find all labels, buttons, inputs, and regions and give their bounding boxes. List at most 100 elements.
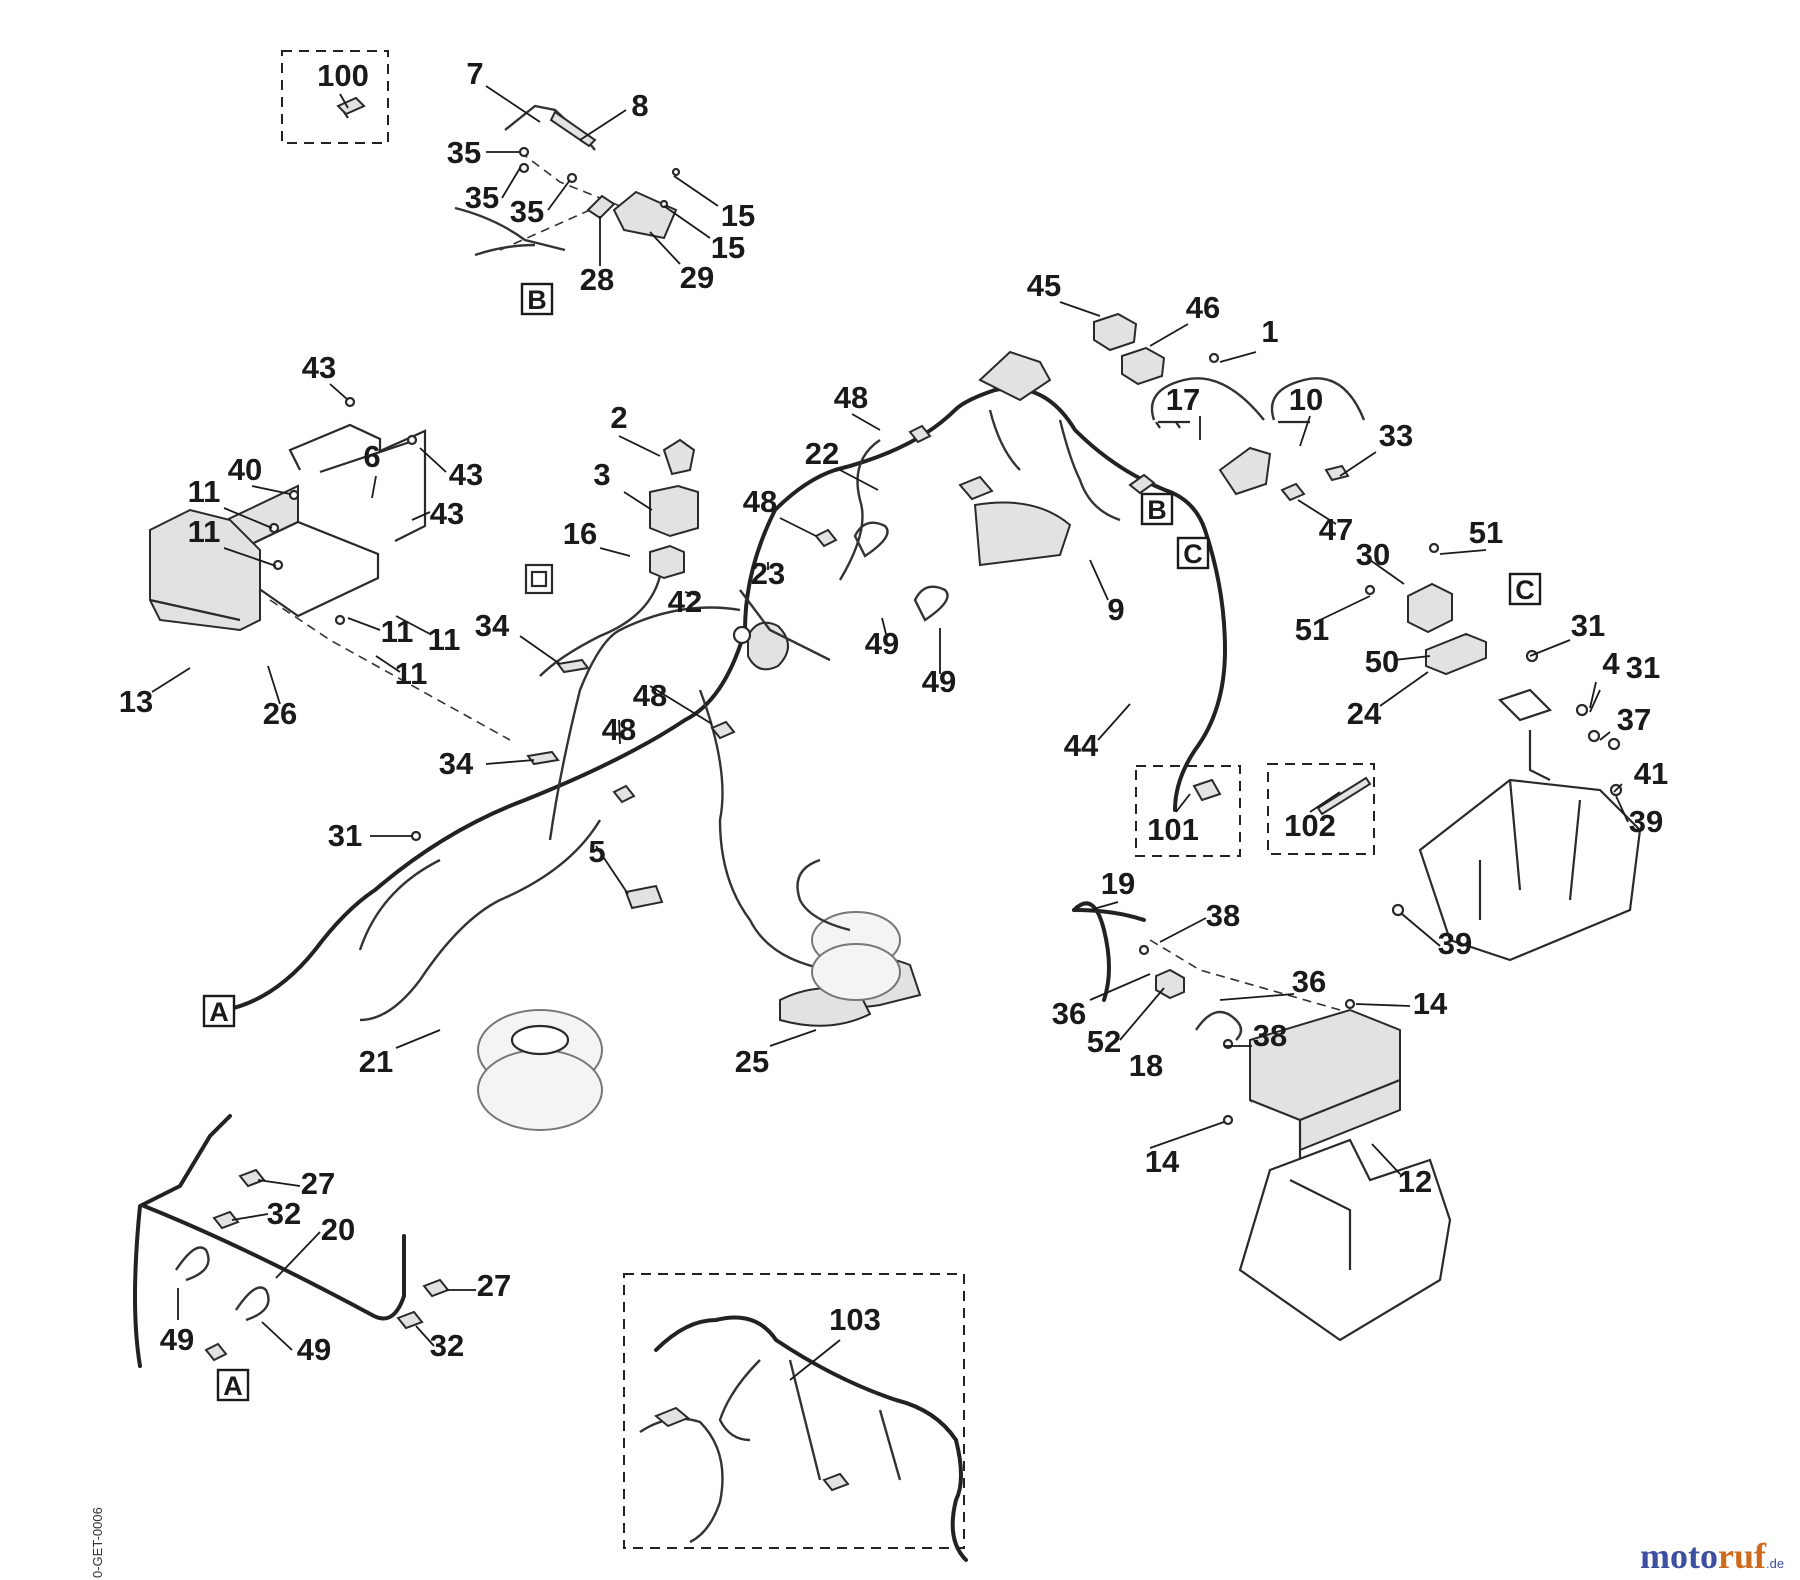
leader-line	[485, 85, 541, 123]
leader-line	[1615, 795, 1629, 823]
part-label: 42	[668, 584, 702, 619]
part-label: 11	[188, 474, 221, 509]
part-label: 18	[1129, 1048, 1163, 1083]
part-label: 30	[1356, 537, 1390, 572]
part-label: 26	[263, 696, 297, 731]
part-label: 43	[430, 496, 464, 531]
right-switches	[1093, 312, 1366, 502]
leader-line	[1219, 351, 1257, 363]
leader-line	[501, 167, 521, 199]
leader-line	[371, 475, 377, 499]
main-harness	[223, 350, 1272, 1012]
part-label: 102	[1284, 808, 1336, 843]
leader-line	[1589, 681, 1597, 709]
leader-line	[1159, 917, 1207, 943]
part-label: 3	[593, 457, 610, 492]
leader-line	[1149, 1121, 1225, 1149]
leader-line	[1393, 655, 1431, 661]
svg-text:motoruf.de: motoruf.de	[1640, 1536, 1784, 1576]
battery-assembly	[1072, 901, 1452, 1342]
part-label: 1	[1261, 314, 1278, 349]
part-label: 16	[563, 516, 597, 551]
part-label: 46	[1186, 290, 1220, 325]
part-label: 7	[466, 56, 483, 91]
leader-line	[623, 491, 653, 511]
leader-line	[618, 719, 621, 745]
part-label: 43	[449, 457, 483, 492]
leader-line	[1379, 671, 1429, 707]
leader-line	[223, 547, 277, 567]
group-101	[1135, 765, 1241, 857]
leader-line	[684, 591, 701, 597]
part-label: 38	[1206, 898, 1240, 933]
part-label: 33	[1379, 418, 1413, 453]
leader-line	[1589, 689, 1601, 713]
leader-line	[395, 615, 431, 635]
ref-letter-c-right: C	[1508, 572, 1542, 606]
ref-letter-a-left: A	[202, 994, 236, 1028]
part-label: 32	[267, 1196, 301, 1231]
leader-line	[1613, 783, 1623, 793]
part-label: 48	[834, 380, 868, 415]
part-label: 41	[1634, 756, 1668, 791]
part-label: 27	[477, 1268, 511, 1303]
leader-line	[1219, 993, 1295, 1001]
part-label: 29	[680, 260, 714, 295]
part-label: 101	[1147, 812, 1199, 847]
document-code: 0-GET-0006	[90, 1507, 105, 1578]
ref-letter: B	[527, 285, 547, 315]
part-label: 49	[922, 664, 956, 699]
leader-lines	[151, 85, 1629, 1381]
ref-letter-b-harness: B	[1140, 492, 1174, 526]
part-label: 35	[447, 135, 481, 170]
part-label: 35	[510, 194, 544, 229]
control-panel-assembly	[149, 396, 511, 741]
leader-line	[519, 635, 561, 665]
leader-line	[1319, 595, 1371, 621]
part-label: 39	[1629, 804, 1663, 839]
part-label: 51	[1469, 515, 1503, 550]
part-label: 100	[317, 58, 369, 93]
part-label: 13	[119, 684, 153, 719]
ref-letter: A	[223, 1371, 243, 1401]
leader-line	[769, 1029, 817, 1047]
part-label: 17	[1166, 382, 1200, 417]
part-label: 43	[302, 350, 336, 385]
leader-line	[347, 617, 381, 631]
part-label: 23	[751, 556, 785, 591]
leader-line	[851, 413, 881, 431]
logo-text-moto: moto	[1640, 1536, 1718, 1576]
part-label: 44	[1064, 728, 1099, 763]
part-label: 103	[829, 1302, 881, 1337]
leader-line	[595, 845, 629, 895]
leader-line	[1089, 973, 1151, 1001]
part-label: 11	[428, 622, 461, 657]
part-label: 24	[1347, 696, 1382, 731]
group-100	[281, 50, 389, 144]
leader-line	[1175, 793, 1191, 813]
part-label: 47	[1319, 512, 1353, 547]
switch-components	[359, 424, 949, 1022]
part-label: 6	[363, 439, 380, 474]
logo-text-ruf: ruf	[1718, 1536, 1767, 1576]
leader-line	[1149, 323, 1189, 347]
leader-line	[1089, 901, 1119, 911]
leader-line	[261, 1321, 293, 1351]
leader-line	[223, 507, 273, 529]
ref-letter: A	[209, 997, 229, 1027]
leader-line	[1371, 1143, 1401, 1175]
ref-letter-b-top: B	[520, 282, 554, 316]
ref-letter: B	[1147, 495, 1167, 525]
leader-line	[151, 667, 191, 693]
leader-line	[1599, 731, 1611, 741]
part-label: 31	[1571, 608, 1605, 643]
part-label: 35	[465, 180, 499, 215]
part-label: 14	[1145, 1144, 1180, 1179]
group-102	[1267, 763, 1375, 855]
ref-letter-a-bottom: A	[216, 1368, 250, 1402]
part-label: 31	[1626, 650, 1660, 685]
leader-line	[579, 109, 627, 141]
motoruf-logo: motoruf.de	[1640, 1536, 1784, 1576]
leader-line	[1439, 549, 1487, 555]
leader-line	[395, 1029, 441, 1049]
